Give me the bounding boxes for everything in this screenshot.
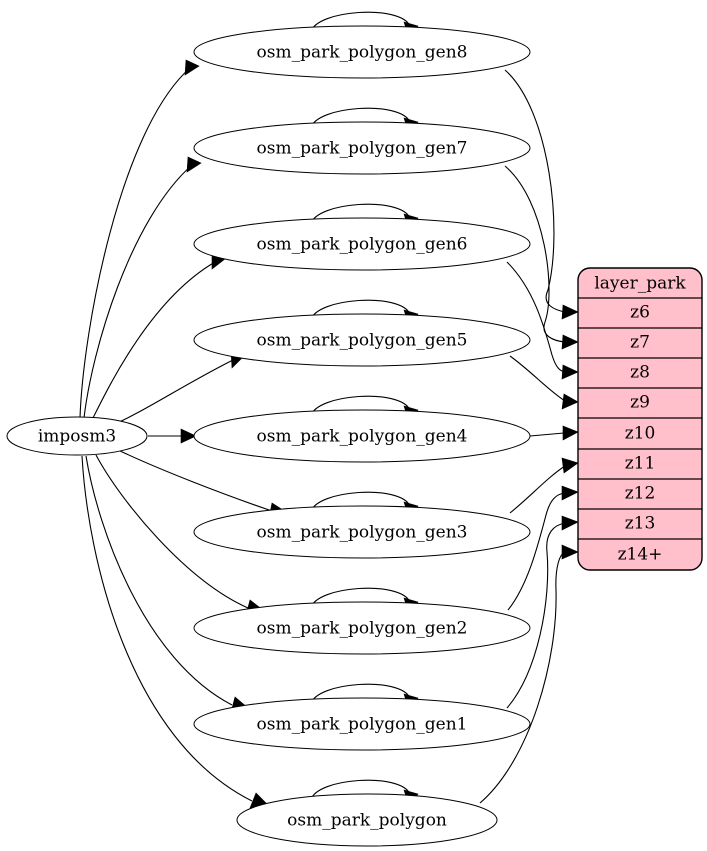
arrowhead-gen4-in bbox=[180, 428, 197, 444]
gen3-ellipse[interactable] bbox=[193, 505, 531, 559]
arrowhead-gen7-in bbox=[186, 156, 202, 173]
gen5-ellipse[interactable] bbox=[193, 313, 531, 367]
row-z7[interactable]: z7 bbox=[630, 333, 650, 353]
node-osm-park-polygon-gen2[interactable]: osm_park_polygon_gen2 bbox=[193, 601, 531, 655]
layer-park-header: layer_park bbox=[594, 274, 686, 294]
gen8-ellipse[interactable] bbox=[193, 25, 531, 79]
edge-gen3-to-z11 bbox=[509, 465, 566, 514]
row-z13[interactable]: z13 bbox=[625, 514, 656, 534]
edge-imposm3-to-polygon bbox=[81, 455, 253, 802]
self-loop-gen2 bbox=[310, 587, 411, 609]
gen3-label: osm_park_polygon_gen3 bbox=[257, 523, 468, 543]
gen8-label: osm_park_polygon_gen8 bbox=[257, 43, 468, 63]
self-loop-gen3 bbox=[310, 491, 411, 513]
gen4-label: osm_park_polygon_gen4 bbox=[257, 427, 468, 447]
node-osm-park-polygon-gen8[interactable]: osm_park_polygon_gen8 bbox=[193, 25, 531, 79]
arrowhead-z13 bbox=[561, 515, 579, 531]
edge-imposm3-to-gen7 bbox=[83, 164, 193, 419]
arrowhead-gen8-in bbox=[184, 59, 200, 76]
node-imposm3[interactable]: imposm3 bbox=[6, 416, 148, 456]
arrowhead-z6 bbox=[561, 304, 579, 320]
self-loop-gen1 bbox=[310, 683, 411, 705]
node-osm-park-polygon-gen3[interactable]: osm_park_polygon_gen3 bbox=[193, 505, 531, 559]
edge-imposm3-to-gen3 bbox=[117, 449, 273, 512]
gen4-ellipse[interactable] bbox=[193, 409, 531, 463]
edge-imposm3-to-gen1 bbox=[85, 455, 233, 706]
polygon-label: osm_park_polygon bbox=[287, 811, 447, 831]
node-osm-park-polygon-gen4[interactable]: osm_park_polygon_gen4 bbox=[193, 409, 531, 463]
gen2-label: osm_park_polygon_gen2 bbox=[257, 619, 468, 639]
row-z14-plus[interactable]: z14+ bbox=[618, 545, 663, 565]
arrowhead-z12 bbox=[561, 485, 579, 501]
node-osm-park-polygon-gen6[interactable]: osm_park_polygon_gen6 bbox=[193, 217, 531, 271]
gen7-label: osm_park_polygon_gen7 bbox=[257, 139, 468, 159]
gen7-ellipse[interactable] bbox=[193, 121, 531, 175]
arrowhead-z14 bbox=[561, 544, 579, 560]
edge-imposm3-to-gen6 bbox=[91, 261, 216, 421]
self-loop-polygon bbox=[310, 779, 411, 801]
arrowhead-z9 bbox=[561, 393, 579, 410]
gen1-label: osm_park_polygon_gen1 bbox=[257, 715, 468, 735]
gen6-ellipse[interactable] bbox=[193, 217, 531, 271]
arrowhead-z7 bbox=[561, 334, 579, 350]
edge-imposm3-to-gen2 bbox=[95, 454, 249, 609]
edge-gen2-to-z12 bbox=[507, 492, 566, 611]
self-loop-gen6 bbox=[310, 203, 411, 225]
polygon-ellipse[interactable] bbox=[236, 793, 498, 847]
node-osm-park-polygon[interactable]: osm_park_polygon bbox=[236, 793, 498, 847]
edge-gen4-to-z10 bbox=[529, 432, 565, 437]
arrowhead-z8 bbox=[561, 364, 579, 380]
layer-park-table[interactable]: layer_park z6 z7 z8 z9 z10 z11 z12 z13 z… bbox=[577, 267, 703, 571]
self-loop-gen8 bbox=[310, 11, 411, 33]
self-loop-gen5 bbox=[310, 299, 411, 321]
row-z9[interactable]: z9 bbox=[630, 393, 650, 413]
row-z8[interactable]: z8 bbox=[630, 363, 650, 383]
edge-imposm3-to-gen5 bbox=[111, 359, 234, 426]
node-osm-park-polygon-gen5[interactable]: osm_park_polygon_gen5 bbox=[193, 313, 531, 367]
edge-gen8-to-z6 bbox=[504, 69, 566, 313]
gen5-label: osm_park_polygon_gen5 bbox=[257, 331, 468, 351]
self-loop-gen4 bbox=[310, 395, 411, 417]
edge-gen6-to-z8 bbox=[506, 261, 566, 373]
row-z11[interactable]: z11 bbox=[625, 454, 656, 474]
edges-polygons-to-layer bbox=[479, 69, 579, 804]
imposm3-label: imposm3 bbox=[38, 427, 116, 447]
node-osm-park-polygon-gen7[interactable]: osm_park_polygon_gen7 bbox=[193, 121, 531, 175]
edge-polygon-to-z14 bbox=[479, 551, 566, 804]
arrowhead-z10 bbox=[562, 425, 579, 441]
arrowhead-z11 bbox=[561, 457, 579, 474]
node-osm-park-polygon-gen1[interactable]: osm_park_polygon_gen1 bbox=[193, 697, 531, 751]
row-z10[interactable]: z10 bbox=[625, 424, 656, 444]
row-z6[interactable]: z6 bbox=[630, 303, 650, 323]
row-z12[interactable]: z12 bbox=[625, 484, 656, 504]
self-loop-gen7 bbox=[310, 107, 411, 129]
gen6-label: osm_park_polygon_gen6 bbox=[257, 235, 468, 255]
imposm3-ellipse[interactable] bbox=[6, 416, 148, 456]
gen1-ellipse[interactable] bbox=[193, 697, 531, 751]
edge-gen1-to-z13 bbox=[506, 522, 566, 709]
edge-imposm3-to-gen8 bbox=[79, 67, 191, 419]
gen2-ellipse[interactable] bbox=[193, 601, 531, 655]
edge-gen5-to-z9 bbox=[509, 355, 566, 402]
layer-park-body bbox=[577, 267, 703, 571]
edge-gen7-to-z7 bbox=[504, 165, 566, 343]
